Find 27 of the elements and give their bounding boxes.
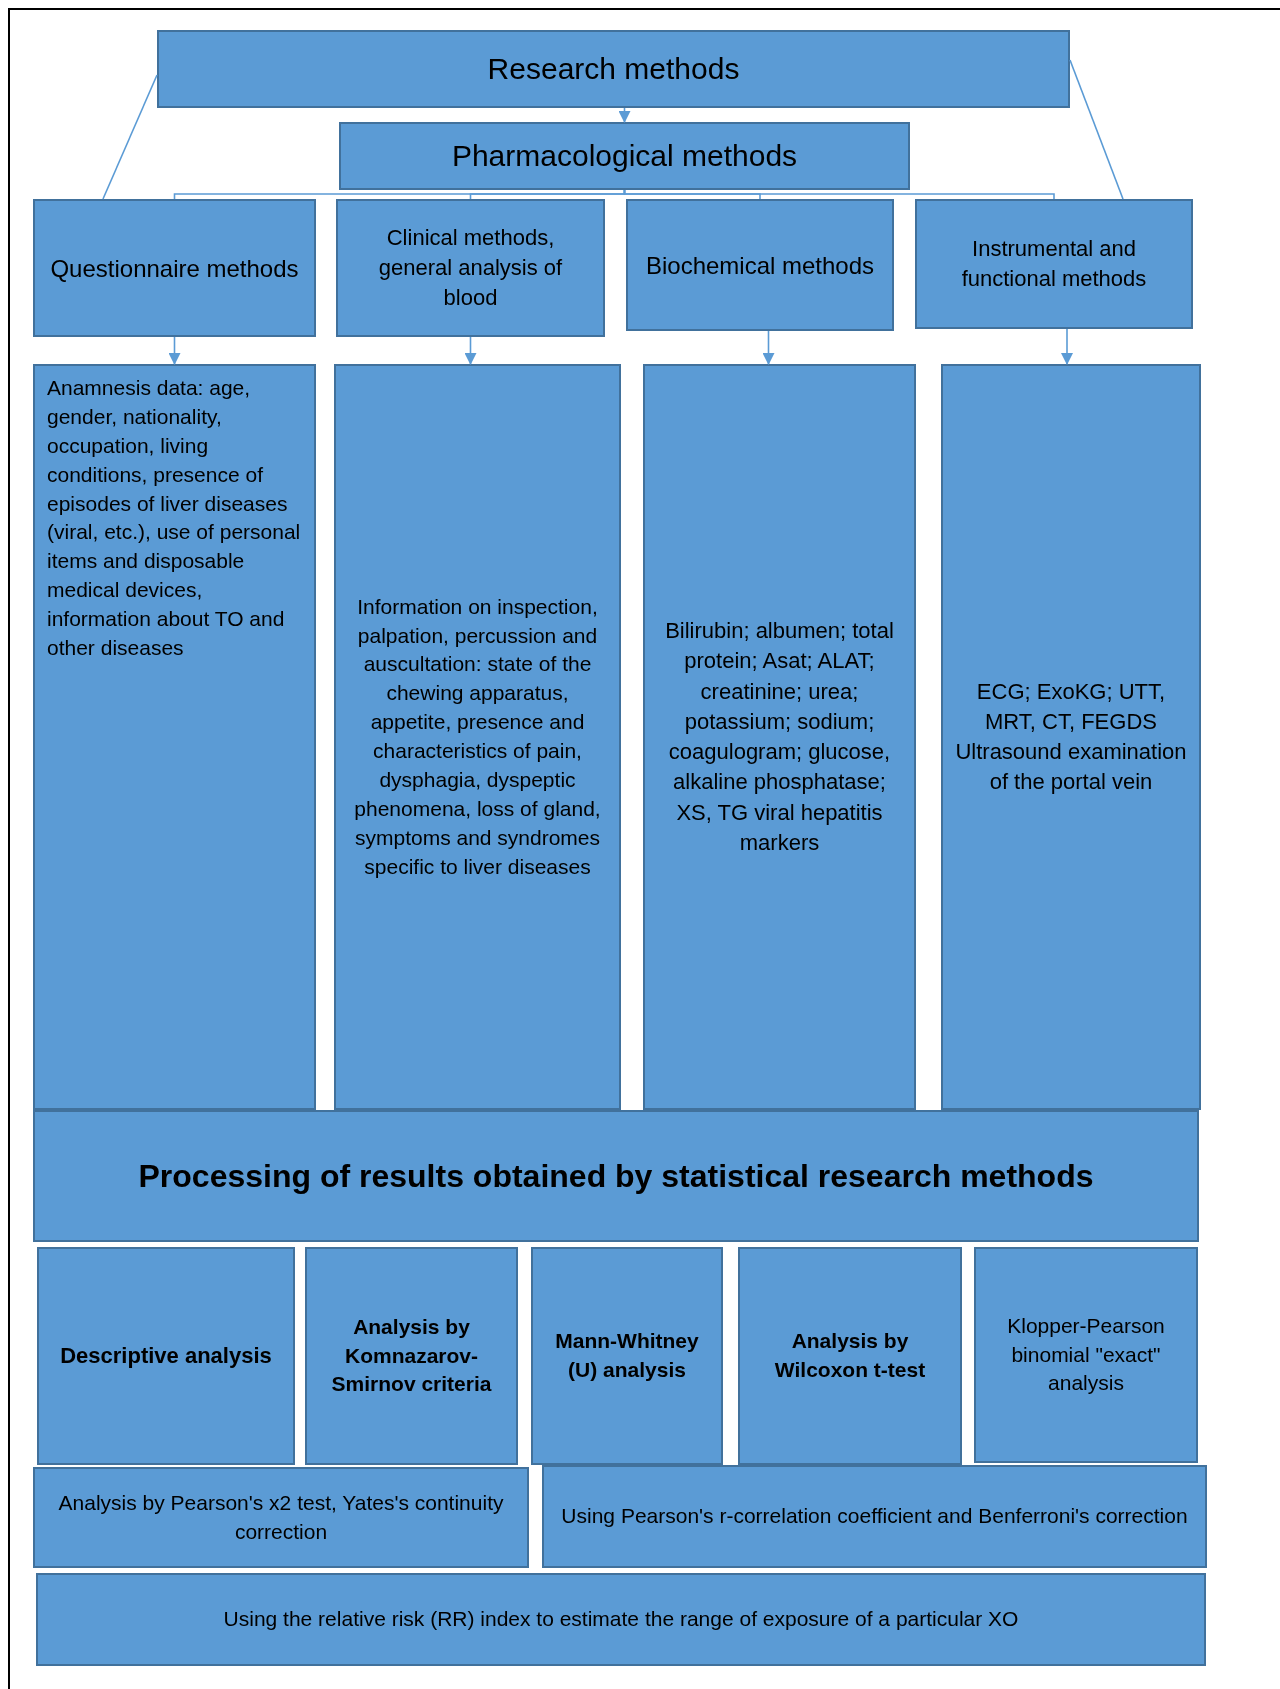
- statistics-box: Analysis by Komnazarov-Smirnov criteria: [305, 1247, 518, 1465]
- statistics-box: Using Pearson's r-correlation coefficient and Benferroni's correction: [542, 1465, 1207, 1568]
- statistics-box: Descriptive analysis: [37, 1247, 295, 1465]
- details-box: Information on inspection, palpation, percussion and auscultation: state of the chewing apparatus, appetite, presence and characteristics of pain, dysphagia, dyspeptic phenomena, loss of gland, symptoms and syndromes specific to liver diseases: [334, 364, 621, 1110]
- method-box: Instrumental and functional methods: [915, 199, 1193, 329]
- method-box: Clinical methods, general analysis of blood: [336, 199, 605, 337]
- connector-line: [102, 74, 158, 200]
- processing-box: Processing of results obtained by statistical research methods: [33, 1110, 1199, 1242]
- details-box: Anamnesis data: age, gender, nationality, occupation, living conditions, presence of episodes of liver diseases (viral, etc.), use of personal items and disposable medical devices, information about TO and other diseases: [33, 364, 316, 1110]
- connector-line: [1069, 59, 1124, 200]
- statistics-box: Analysis by Pearson's x2 test, Yates's continuity correction: [33, 1467, 529, 1568]
- arrow: [168, 336, 181, 365]
- arrow: [618, 107, 631, 123]
- details-box: ECG; ExoKG; UTT, MRT, CT, FEGDS Ultrasound examination of the portal vein: [941, 364, 1201, 1110]
- statistics-box: Mann-Whitney (U) analysis: [531, 1247, 723, 1465]
- statistics-box: Using the relative risk (RR) index to estimate the range of exposure of a particular XO: [36, 1573, 1206, 1666]
- arrow: [464, 336, 477, 365]
- statistics-box: Analysis by Wilcoxon t-test: [738, 1247, 962, 1465]
- category-box: Pharmacological methods: [339, 122, 910, 190]
- statistics-box: Klopper-Pearson binomial "exact" analysis: [974, 1247, 1198, 1463]
- arrow: [1061, 328, 1073, 365]
- connector-line: [623, 189, 1055, 200]
- title-box: Research methods: [157, 30, 1070, 108]
- method-box: Questionnaire methods: [33, 199, 316, 337]
- method-box: Biochemical methods: [626, 199, 894, 331]
- details-box: Bilirubin; albumen; total protein; Asat; ALAT; creatinine; urea; potassium; sodium; coagulogram; glucose, alkaline phosphatase; XS, TG viral hepatitis markers: [643, 364, 916, 1110]
- arrow: [762, 330, 775, 365]
